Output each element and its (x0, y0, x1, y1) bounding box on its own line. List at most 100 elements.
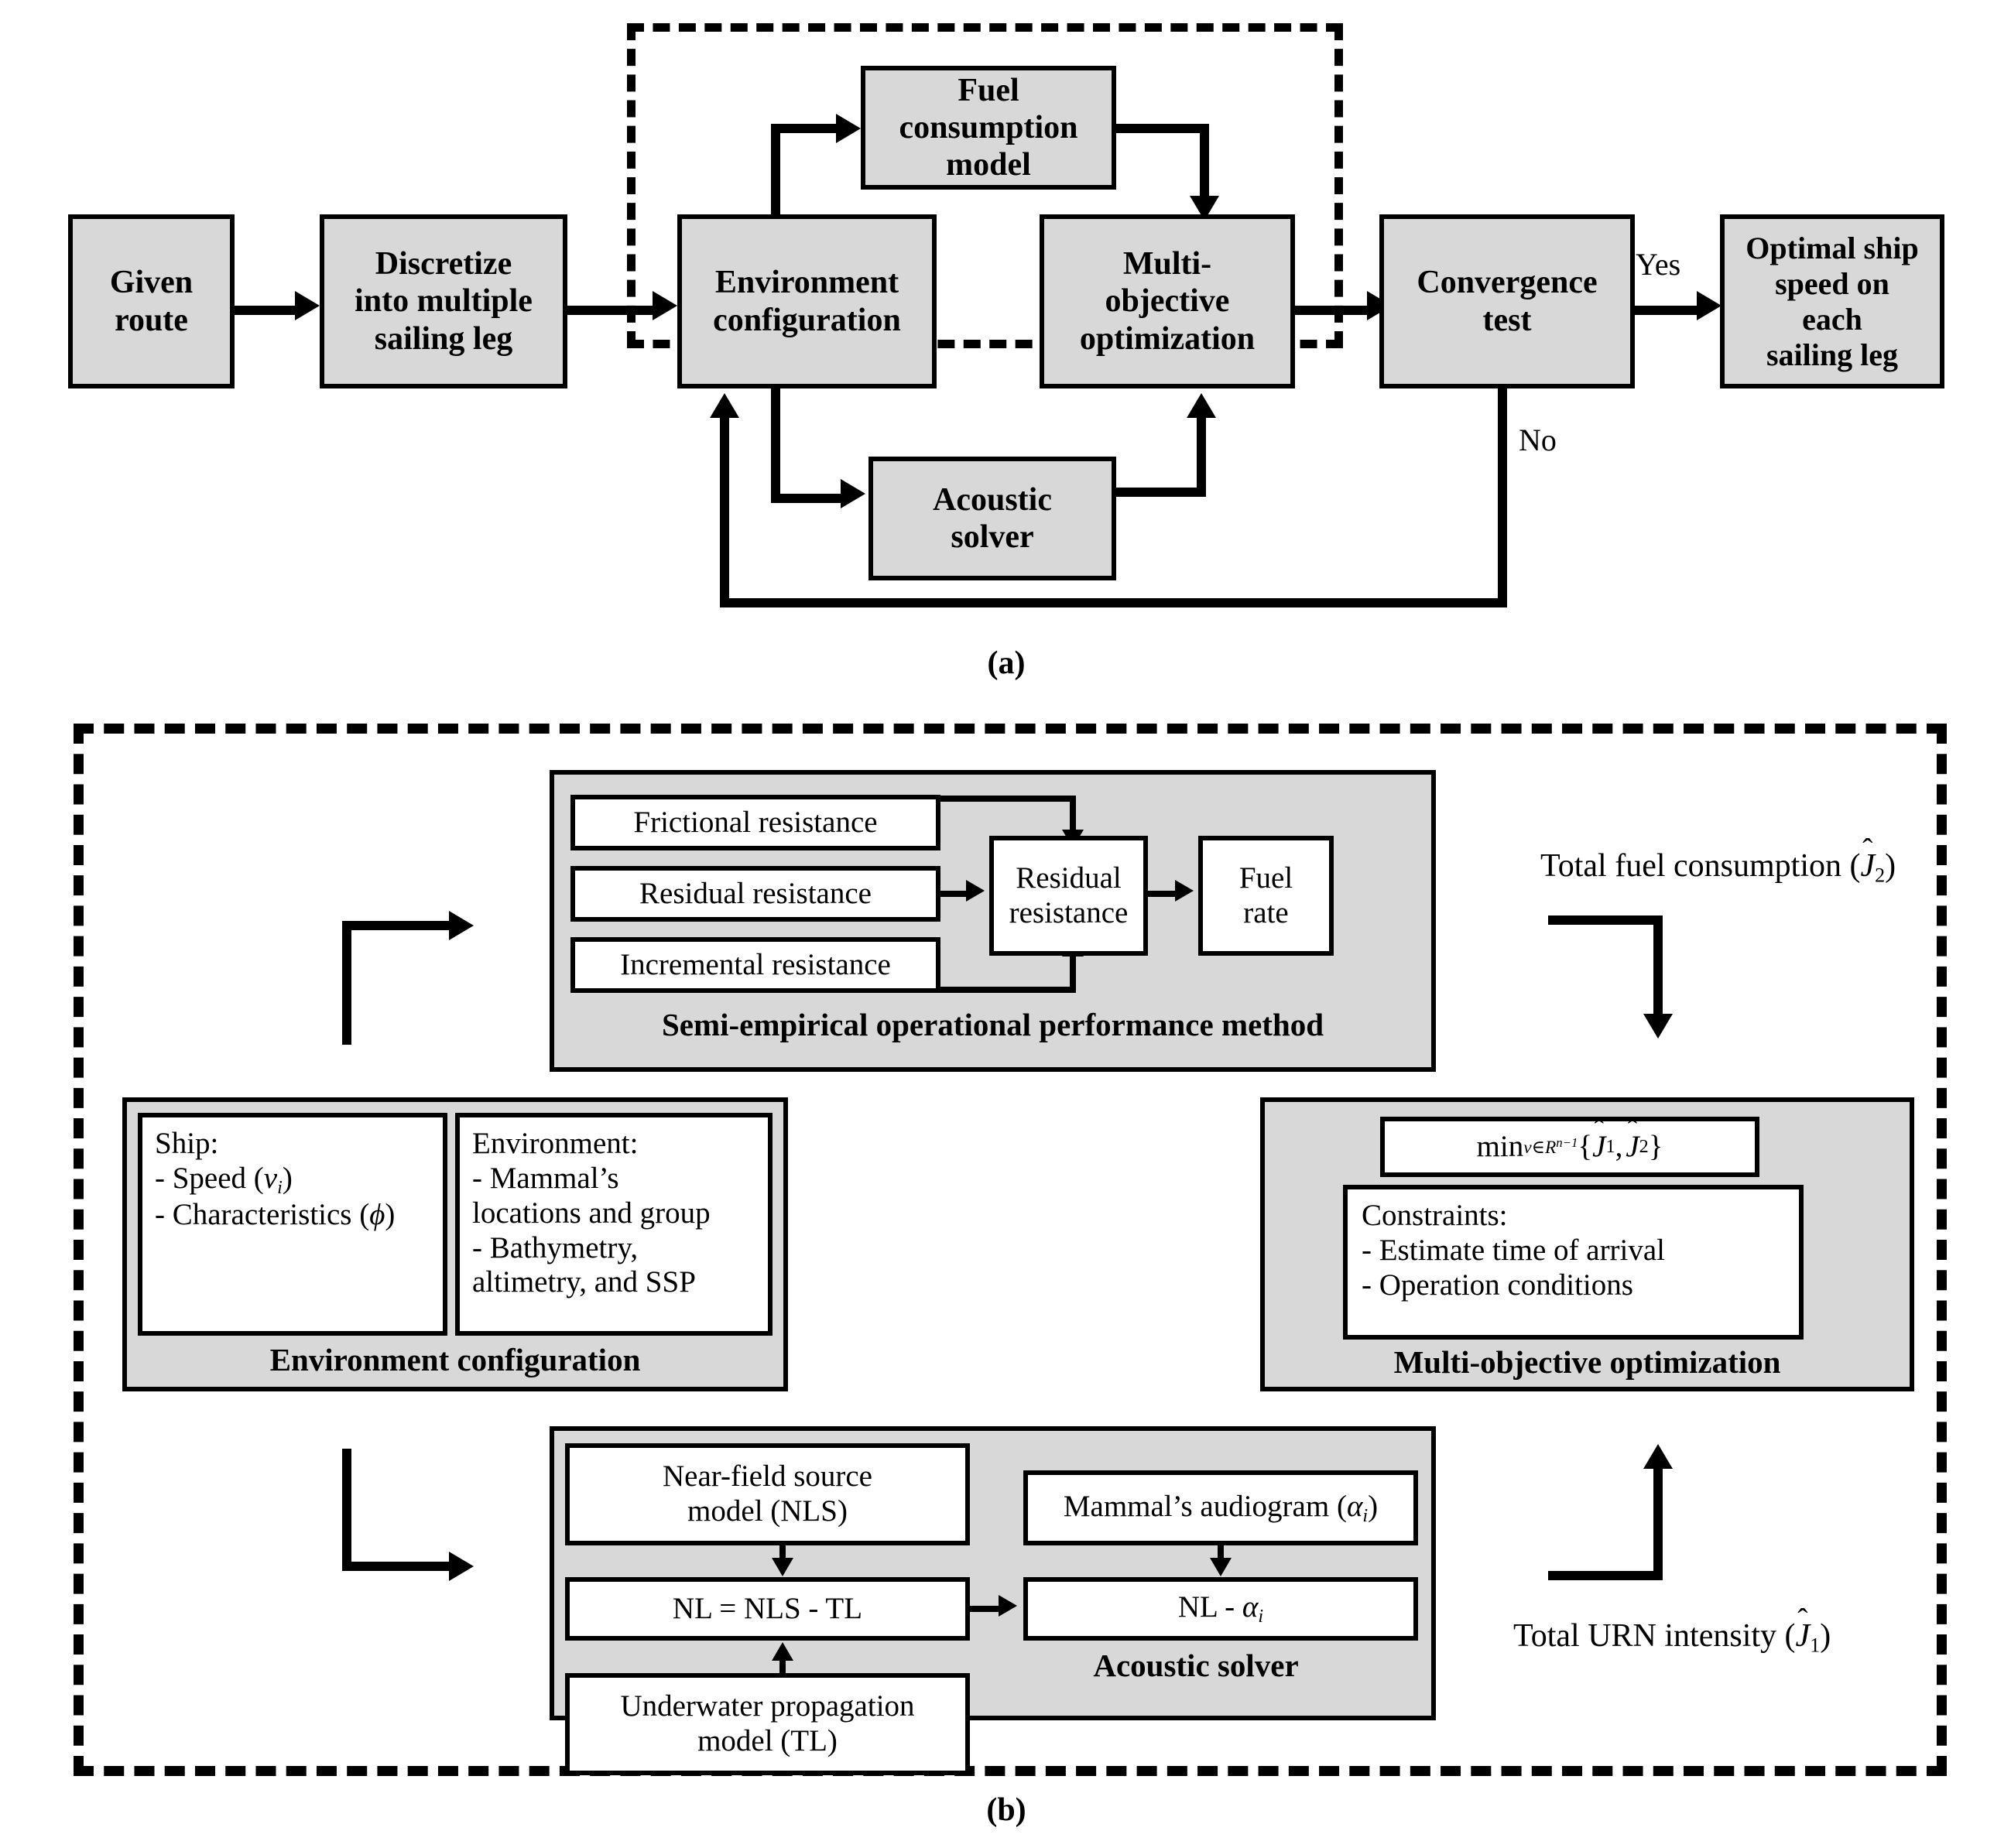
subnode-fuel-rate-line1: Fuel (1238, 861, 1293, 895)
ship-char-suffix: ) (385, 1198, 396, 1232)
edge-envconfig-to-fuel-v (771, 124, 780, 218)
node-acoustic-line2: solver (951, 519, 1034, 555)
node-given-route-line1: Given (109, 265, 194, 301)
edge-tl-to-nl-v (779, 1660, 786, 1677)
audiogram-variable: α (1346, 1489, 1363, 1523)
ship-speed-suffix: ) (282, 1161, 293, 1195)
edge-urn-output-h (1548, 1571, 1663, 1580)
subnode-ship-parameters: Ship: - Speed (vi) - Characteristics (ϕ) (138, 1113, 447, 1336)
node-optimal-line2: speed on (1775, 265, 1889, 301)
objective-J1-hat: ˆ (1594, 1114, 1604, 1147)
node-optimal-line3: each (1802, 301, 1862, 337)
objective-comma: , (1615, 1129, 1623, 1163)
label-total-urn-sub: 1 (1810, 1634, 1821, 1657)
subnode-nls-line1: Near-field source (663, 1460, 872, 1494)
node-environment-configuration: Environment configuration (677, 214, 937, 388)
env-heading: Environment: (472, 1127, 639, 1160)
edge-urn-output-head (1643, 1444, 1673, 1469)
objective-sub-v: v (1523, 1138, 1532, 1158)
node-multi-objective-optimization: Multi- objective optimization (1040, 214, 1295, 388)
subnode-nls-line2: model (NLS) (687, 1494, 848, 1528)
edge-audiogram-to-nlalpha-head (1210, 1558, 1232, 1576)
constraint-eta: - Estimate time of arrival (1362, 1233, 1666, 1267)
label-total-fuel-hat: ˆ (1862, 832, 1873, 868)
subnode-nl-minus-alpha: NL - αi (1023, 1577, 1418, 1641)
edge-envconfig-to-acoustic-h (771, 494, 841, 503)
node-optimal-line4: sailing leg (1766, 337, 1899, 372)
node-multiobj-line2: objective (1105, 283, 1230, 320)
edge-acoustic-to-multiobj-head (1187, 393, 1216, 418)
edge-nls-to-nl-v (779, 1544, 786, 1561)
subnode-tl-line1: Underwater propagation (620, 1689, 915, 1723)
subnode-near-field-source-model: Near-field source model (NLS) (565, 1443, 970, 1545)
node-optimal-ship-speed: Optimal ship speed on each sailing leg (1720, 214, 1944, 388)
label-total-fuel-sub: 2 (1875, 864, 1886, 887)
node-discretize-line3: sailing leg (374, 320, 513, 357)
node-convergence-test: Convergence test (1379, 214, 1635, 388)
ship-char-variable: ϕ (369, 1198, 385, 1232)
objective-open-brace: { (1578, 1129, 1593, 1163)
ship-characteristics-item: - Characteristics (ϕ) (155, 1198, 395, 1233)
node-convergence-line1: Convergence (1417, 265, 1598, 301)
objective-J1: J (1592, 1129, 1606, 1163)
edge-discretize-to-envconfig-head (653, 291, 677, 320)
block-semi-empirical-title: Semi-empirical operational performance m… (661, 1007, 1324, 1042)
subnode-underwater-propagation-model: Underwater propagation model (TL) (565, 1673, 970, 1775)
subnode-mammal-audiogram: Mammal’s audiogram (αi) (1023, 1470, 1418, 1545)
block-acoustic-solver-title: Acoustic solver (1093, 1648, 1299, 1683)
edge-acoustic-to-multiobj-v (1197, 418, 1206, 495)
label-total-urn-suffix: ) (1820, 1618, 1831, 1654)
node-multiobj-line3: optimization (1079, 320, 1256, 357)
edge-incremental-to-residual-h (937, 987, 1076, 993)
audiogram-subscript: i (1362, 1504, 1369, 1526)
subnode-frictional-resistance: Frictional resistance (570, 795, 940, 850)
nl-minus-prefix: NL - (1177, 1590, 1242, 1624)
edge-fuel-output-head (1643, 1014, 1673, 1039)
edge-into-acousticblock-h (342, 1562, 451, 1571)
node-given-route-line2: route (115, 302, 188, 338)
objective-sub-exp: n−1 (1556, 1135, 1578, 1150)
node-envconfig-line2: configuration (713, 302, 901, 338)
edge-given-to-discretize (235, 306, 295, 315)
node-fuel-consumption-model: Fuel consumption model (861, 66, 1116, 190)
node-convergence-line2: test (1482, 302, 1532, 338)
subnode-nl-equation: NL = NLS - TL (565, 1577, 970, 1641)
ship-speed-prefix: - Speed ( (155, 1161, 264, 1195)
block-environment-configuration-title: Environment configuration (269, 1342, 641, 1377)
objective-sub-R: R (1544, 1138, 1557, 1158)
edge-residual-to-fuelrate-head (1175, 880, 1194, 902)
node-given-route: Given route (68, 214, 235, 388)
objective-min: min (1476, 1129, 1524, 1163)
edge-fuel-to-multiobj-v (1200, 124, 1209, 209)
edge-label-yes: Yes (1636, 247, 1681, 282)
edge-frictional-to-residual-h (937, 796, 1076, 802)
edge-no-feedback-v-right (1498, 388, 1507, 607)
ship-speed-variable: v (263, 1161, 278, 1195)
edge-envconfig-to-fuel-h (771, 124, 838, 133)
subnode-constraints: Constraints: - Estimate time of arrival … (1343, 1185, 1804, 1340)
panel-b-boundary (74, 724, 1947, 1776)
subnode-fuel-rate-line2: rate (1243, 895, 1289, 929)
edge-fuel-to-multiobj-h (1116, 124, 1209, 133)
label-total-fuel-prefix: Total fuel consumption ( (1540, 848, 1861, 884)
edge-into-fuelblock-v (342, 921, 351, 1045)
edge-envconfig-to-fuel-head (836, 114, 861, 143)
panel-a-caption: (a) (987, 645, 1026, 681)
edge-into-fuelblock-h (342, 921, 451, 930)
edge-tl-to-nl-head (772, 1642, 793, 1661)
subnode-residual-combined-line2: resistance (1009, 895, 1129, 929)
edge-label-no: No (1519, 423, 1557, 457)
label-total-fuel-J: J (1860, 848, 1876, 884)
edge-audiogram-to-nlalpha-v (1218, 1544, 1224, 1561)
node-acoustic-solver: Acoustic solver (868, 457, 1116, 580)
edge-nl-to-nlalpha (968, 1606, 1005, 1612)
ship-speed-subscript: i (277, 1176, 283, 1198)
audiogram-suffix: ) (1368, 1489, 1379, 1523)
subnode-residual-combined-line1: Residual (1016, 861, 1122, 895)
node-discretize-line1: Discretize (375, 246, 512, 282)
subnode-nl-equation-label: NL = NLS - TL (672, 1591, 863, 1625)
edge-given-to-discretize-head (295, 291, 320, 320)
